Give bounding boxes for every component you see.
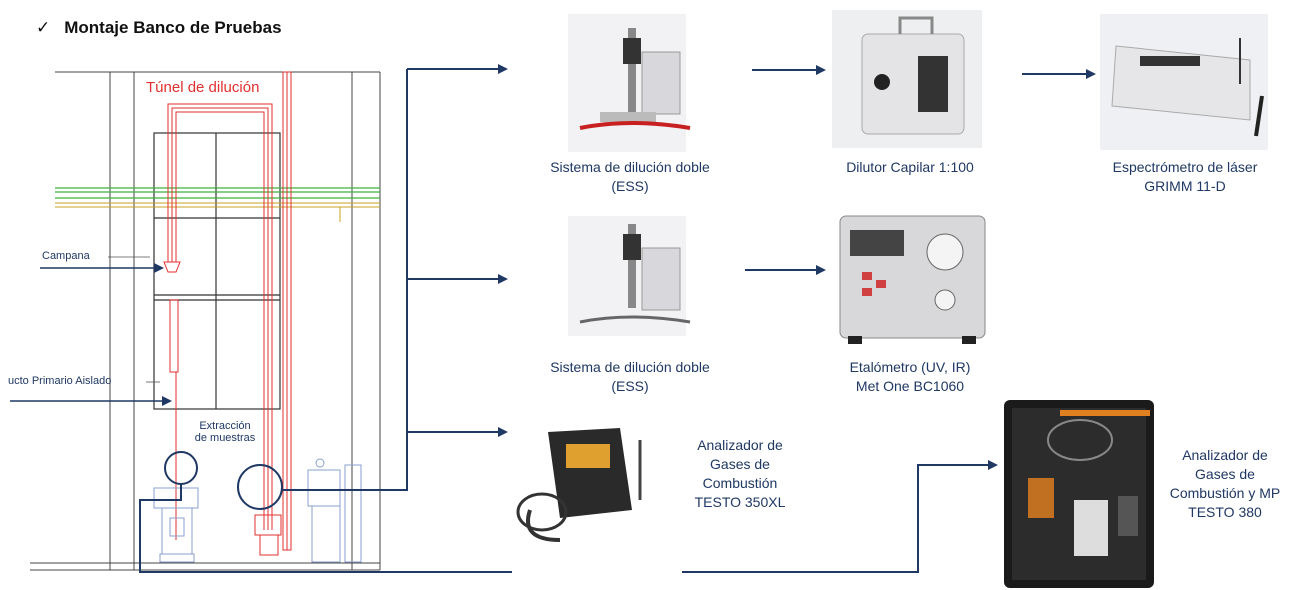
aethalometer-image (839, 215, 986, 344)
ess-top-image (568, 14, 691, 152)
caption-testo380-line4: TESTO 380 (1188, 504, 1262, 520)
caption-testo380-line2: Gases de (1195, 466, 1255, 482)
caption-ess-top: Sistema de dilución doble (ESS) (520, 158, 740, 196)
duct-label: ucto Primario Aislado (8, 375, 112, 387)
stove-unit (153, 487, 199, 563)
green-beam (55, 187, 380, 199)
caption-aethalometer-line2: Met One BC1060 (855, 378, 965, 394)
caption-ess-top-line2: (ESS) (611, 178, 649, 194)
sampling-point-tunnel (237, 464, 283, 510)
caption-testo350-line2: Gases de (710, 456, 770, 472)
caption-testo350: Analizador de Gases de Combustión TESTO … (680, 436, 800, 512)
caption-dilutor: Dilutor Capilar 1:100 (810, 158, 1010, 177)
distribution-lines (139, 64, 1096, 573)
testo380-image (1004, 400, 1154, 588)
hood-label: Campana (42, 250, 90, 262)
caption-dilutor-line1: Dilutor Capilar 1:100 (846, 159, 974, 175)
caption-testo380: Analizador de Gases de Combustión y MP T… (1160, 446, 1290, 522)
tunnel-label: Túnel de dilución (146, 79, 260, 96)
grimm-image (1100, 14, 1268, 150)
caption-aethalometer-line1: Etalómetro (UV, IR) (849, 359, 971, 375)
check-icon: ✓ (36, 18, 51, 37)
caption-ess-mid-line1: Sistema de dilución doble (550, 359, 710, 375)
page-title-text: Montaje Banco de Pruebas (64, 18, 282, 37)
control-cabinet (307, 458, 362, 563)
yellow-pipe (55, 202, 380, 222)
caption-testo350-line1: Analizador de (697, 437, 783, 453)
hood-frame (153, 132, 281, 410)
caption-testo380-line1: Analizador de (1182, 447, 1268, 463)
caption-testo350-line4: TESTO 350XL (694, 494, 786, 510)
caption-testo380-line3: Combustión y MP (1169, 485, 1281, 501)
caption-aethalometer: Etalómetro (UV, IR) Met One BC1060 (810, 358, 1010, 396)
page-title: ✓ Montaje Banco de Pruebas (36, 18, 282, 38)
sampling-label-line2: de muestras (194, 432, 256, 444)
sampling-label-line1: Extracción (199, 420, 251, 432)
testo350-image (512, 420, 682, 580)
caption-spectrometer-line2: GRIMM 11-D (1144, 178, 1226, 194)
ess-mid-image (568, 216, 691, 336)
sampling-point-stove (164, 451, 198, 485)
caption-ess-top-line1: Sistema de dilución doble (550, 159, 710, 175)
caption-testo350-line3: Combustión (702, 475, 778, 491)
sampling-label: Extracción de muestras (190, 420, 260, 444)
caption-ess-mid: Sistema de dilución doble (ESS) (520, 358, 740, 396)
building-frame (30, 71, 381, 571)
caption-ess-mid-line2: (ESS) (611, 378, 649, 394)
dilution-tunnel (163, 71, 292, 556)
caption-spectrometer-line1: Espectrómetro de láser (1112, 159, 1258, 175)
dilutor-image (832, 10, 982, 148)
caption-spectrometer: Espectrómetro de láser GRIMM 11-D (1085, 158, 1285, 196)
